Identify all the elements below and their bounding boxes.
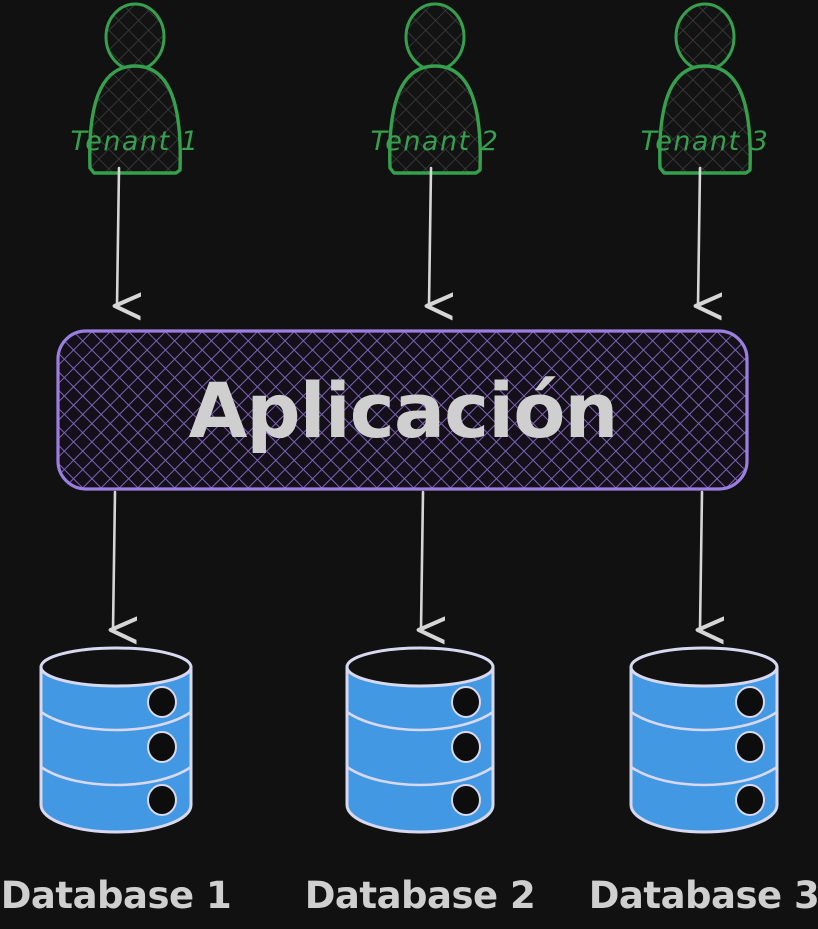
arrow-application-to-database-1 bbox=[113, 490, 115, 630]
application-box bbox=[56, 329, 749, 491]
database-indicator-dot bbox=[735, 784, 765, 816]
arrow-tenant-3-to-application bbox=[698, 166, 700, 306]
tenant-label-3: Tenant 3 bbox=[641, 126, 770, 157]
arrow-tenant-1-to-application bbox=[117, 166, 119, 306]
person-head-icon bbox=[104, 2, 166, 72]
database-indicator-dot bbox=[451, 686, 481, 718]
tenant-label-2: Tenant 2 bbox=[371, 126, 500, 157]
application-node[interactable]: Aplicación bbox=[56, 329, 749, 491]
database-indicator-dot bbox=[451, 731, 481, 763]
person-body-icon bbox=[88, 64, 182, 175]
tenant-node-3[interactable]: Tenant 3 bbox=[641, 2, 770, 175]
arrow-application-to-database-3 bbox=[700, 490, 702, 630]
database-top-ellipse bbox=[39, 646, 193, 688]
database-label-2: Database 2 bbox=[305, 874, 536, 917]
database-top-ellipse bbox=[629, 646, 779, 688]
person-body-icon bbox=[658, 64, 752, 175]
database-band-divider bbox=[346, 765, 494, 787]
database-node-1[interactable]: Database 1 bbox=[1, 646, 232, 917]
arrow-tenant-2-to-application bbox=[429, 166, 431, 306]
database-band-divider bbox=[630, 765, 778, 787]
database-label-1: Database 1 bbox=[1, 874, 232, 917]
database-node-3[interactable]: Database 3 bbox=[589, 646, 818, 917]
arrow-application-to-database-2 bbox=[421, 490, 423, 630]
application-title: Aplicación bbox=[188, 366, 617, 455]
database-indicator-dot bbox=[451, 784, 481, 816]
database-band-divider bbox=[40, 765, 192, 787]
database-label-3: Database 3 bbox=[589, 874, 818, 917]
database-indicator-dot bbox=[147, 686, 177, 718]
tenant-node-1[interactable]: Tenant 1 bbox=[71, 2, 200, 175]
database-top-ellipse bbox=[345, 646, 495, 688]
database-indicator-dot bbox=[147, 731, 177, 763]
database-band-divider bbox=[40, 710, 192, 732]
person-body-icon bbox=[388, 64, 482, 175]
tenant-node-2[interactable]: Tenant 2 bbox=[371, 2, 500, 175]
database-node-2[interactable]: Database 2 bbox=[305, 646, 536, 917]
database-band-divider bbox=[630, 710, 778, 732]
database-band-divider bbox=[346, 710, 494, 732]
person-head-icon bbox=[404, 2, 466, 72]
database-indicator-dot bbox=[147, 784, 177, 816]
database-indicator-dot bbox=[735, 731, 765, 763]
tenant-label-1: Tenant 1 bbox=[71, 126, 200, 157]
database-indicator-dot bbox=[735, 686, 765, 718]
person-head-icon bbox=[674, 2, 736, 72]
